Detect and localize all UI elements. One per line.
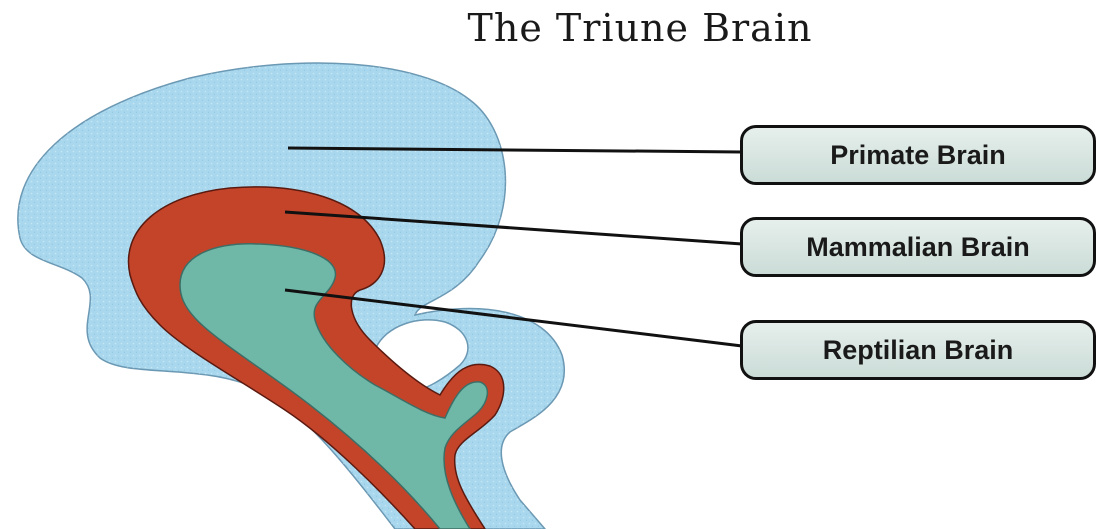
mammalian-brain-label: Mammalian Brain (740, 217, 1096, 277)
reptilian-brain-label: Reptilian Brain (740, 320, 1096, 380)
primate-brain-label: Primate Brain (740, 125, 1096, 185)
